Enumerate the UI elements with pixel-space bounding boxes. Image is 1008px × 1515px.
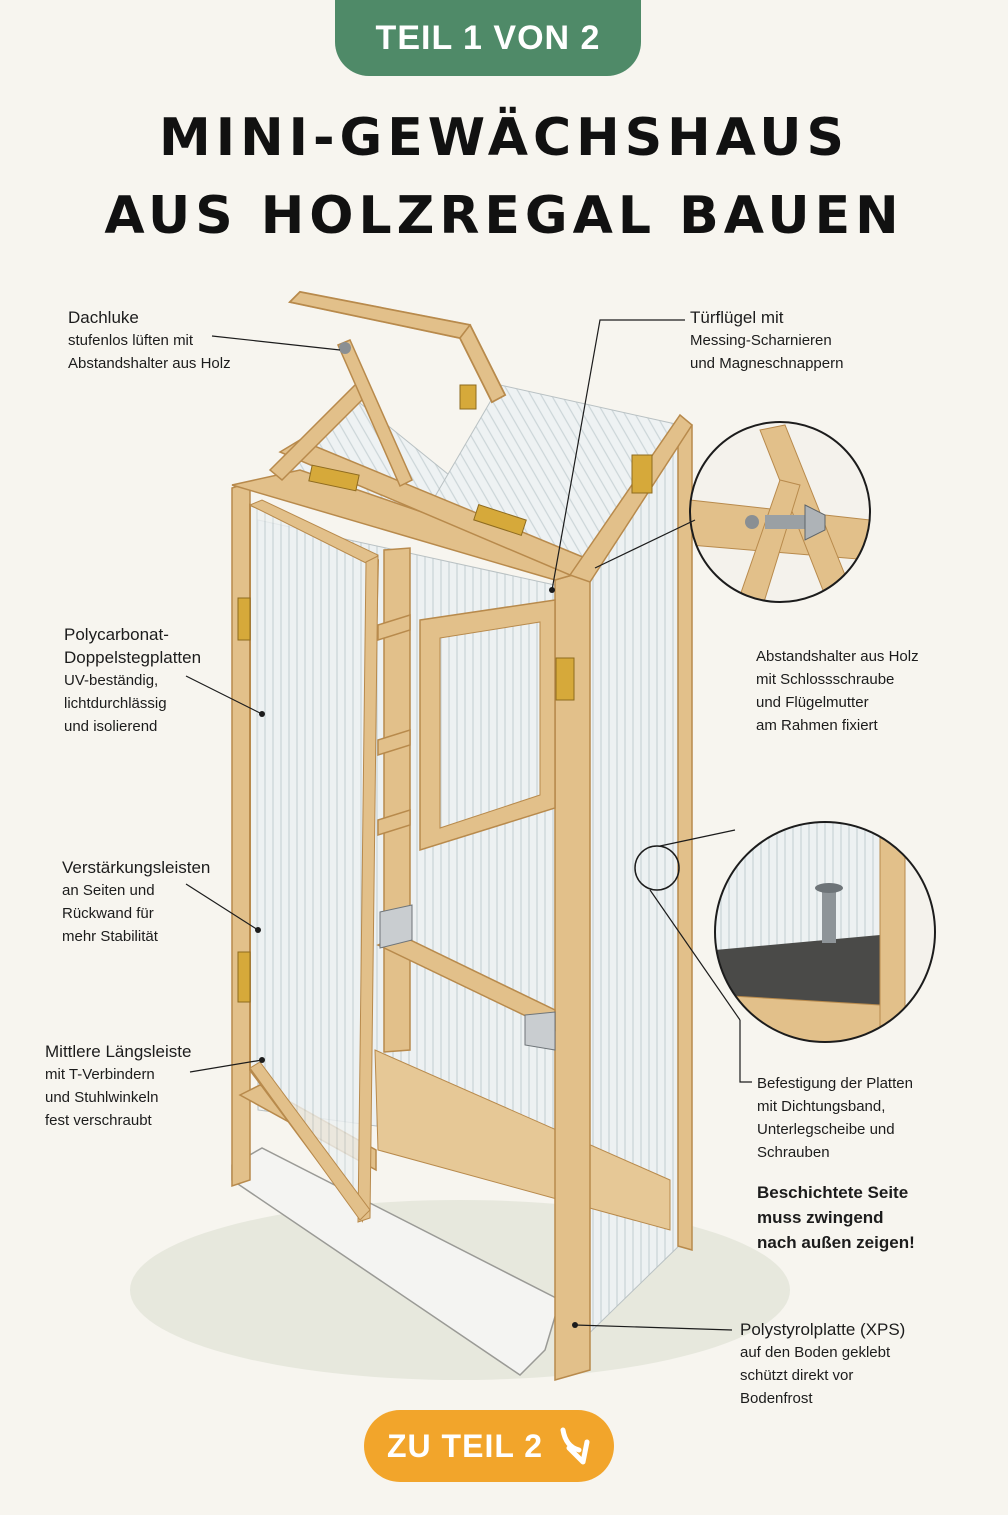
post-front-left [231,480,251,1188]
annotation-line: Unterlegscheibe und [757,1121,895,1138]
annotation-line: an Seiten und [62,882,155,899]
annotation-title: Dachluke [68,308,139,327]
annotation-line: Befestigung der Platten [757,1075,913,1092]
annotation-tuerfluegel: Türflügel mit Messing-Scharnieren und Ma… [690,306,843,375]
hinge [237,951,251,1003]
annotation-befestigung: Befestigung der Platten mit Dichtungsban… [757,1072,913,1164]
detail-source-ring [634,845,680,891]
page-title-line-1: MINI-GEWÄCHSHAUS [159,108,849,168]
annotation-line: mit T-Verbindern [45,1066,155,1083]
hinge [631,454,653,494]
annotation-line: am Rahmen fixiert [756,717,878,734]
annotation-line: und Magneschnappern [690,355,844,372]
warning-line: muss zwingend [757,1208,884,1227]
annotation-line: auf den Boden geklebt [740,1344,891,1361]
door-open [248,499,380,1223]
brace-2 [377,728,411,757]
hinge [308,464,360,492]
next-part-button[interactable]: ZU TEIL 2 [364,1410,614,1482]
hinge [237,597,251,641]
leader-dachluke [211,335,341,351]
annotation-polycarbonat: Polycarbonat- Doppelstegplatten UV-bestä… [64,623,201,738]
annotation-line: mit Schlossschraube [756,671,895,688]
annotation-line: Abstandshalter aus Holz [68,355,231,372]
detail-fastening-circle [634,821,936,1043]
annotation-title: Türflügel mit [690,308,784,327]
leader-laengsleiste [189,1059,263,1073]
warning-line: nach außen zeigen! [757,1233,915,1252]
annotation-title: Polystyrolplatte (XPS) [740,1320,906,1339]
annotation-title: Doppelstegplatten [64,648,202,667]
annotation-title: Polycarbonat- [64,625,169,644]
leader-befestigung [739,1020,752,1083]
annotation-line: lichtdurchlässig [64,695,167,712]
annotation-line: UV-beständig, [64,672,159,689]
annotation-verstaerkung: Verstärkungsleisten an Seiten und Rückwa… [62,856,210,948]
annotation-line: und Stuhlwinkeln [45,1089,159,1106]
annotation-line: fest verschraubt [45,1112,152,1129]
part-badge: TEIL 1 VON 2 [335,0,641,76]
window-door [419,599,556,852]
coating-warning: Beschichtete Seite muss zwingend nach au… [757,1180,915,1255]
brace-3 [377,808,411,837]
leader-polycarbonat [185,675,263,715]
annotation-line: stufenlos lüften mit [68,332,194,349]
annotation-line: mit Dichtungsband, [757,1098,886,1115]
annotation-laengsleiste: Mittlere Längsleiste mit T-Verbindern un… [45,1040,191,1132]
t-connector [379,904,413,949]
chair-angle [524,1011,556,1051]
leader-verstaerkung [185,883,259,931]
annotation-line: und Flügelmutter [756,694,869,711]
leader-polystyrol [574,1324,733,1331]
arrow-down-right-icon [557,1426,591,1466]
annotation-line: Bodenfrost [740,1390,813,1407]
annotation-line: mehr Stabilität [62,928,158,945]
annotation-line: Schrauben [757,1144,830,1161]
roof-hatch [287,290,507,488]
annotation-title: Mittlere Längsleiste [45,1042,192,1061]
annotation-line: Messing-Scharnieren [690,332,832,349]
annotation-line: und isolierend [64,718,158,735]
post-back-right [677,418,693,1251]
warning-line: Beschichtete Seite [757,1183,909,1202]
annotation-line: Abstandshalter aus Holz [756,648,919,665]
annotation-title: Verstärkungsleisten [62,858,211,877]
brace-1 [377,613,411,642]
annotation-line: Rückwand für [62,905,154,922]
page-title-line-2: AUS HOLZREGAL BAUEN [104,186,904,246]
annotation-dachluke: Dachluke stufenlos lüften mit Abstandsha… [68,306,231,375]
annotation-polystyrol: Polystyrolplatte (XPS) auf den Boden gek… [740,1318,905,1410]
hinge [555,657,575,701]
annotation-abstandshalter: Abstandshalter aus Holz mit Schlossschra… [756,645,919,737]
next-part-label: ZU TEIL 2 [387,1427,543,1464]
hinge [473,504,527,536]
detail-spacer-circle [594,421,871,603]
hinge [459,384,477,410]
leader-tuerfluegel [551,319,685,591]
annotation-line: schützt direkt vor [740,1367,854,1384]
